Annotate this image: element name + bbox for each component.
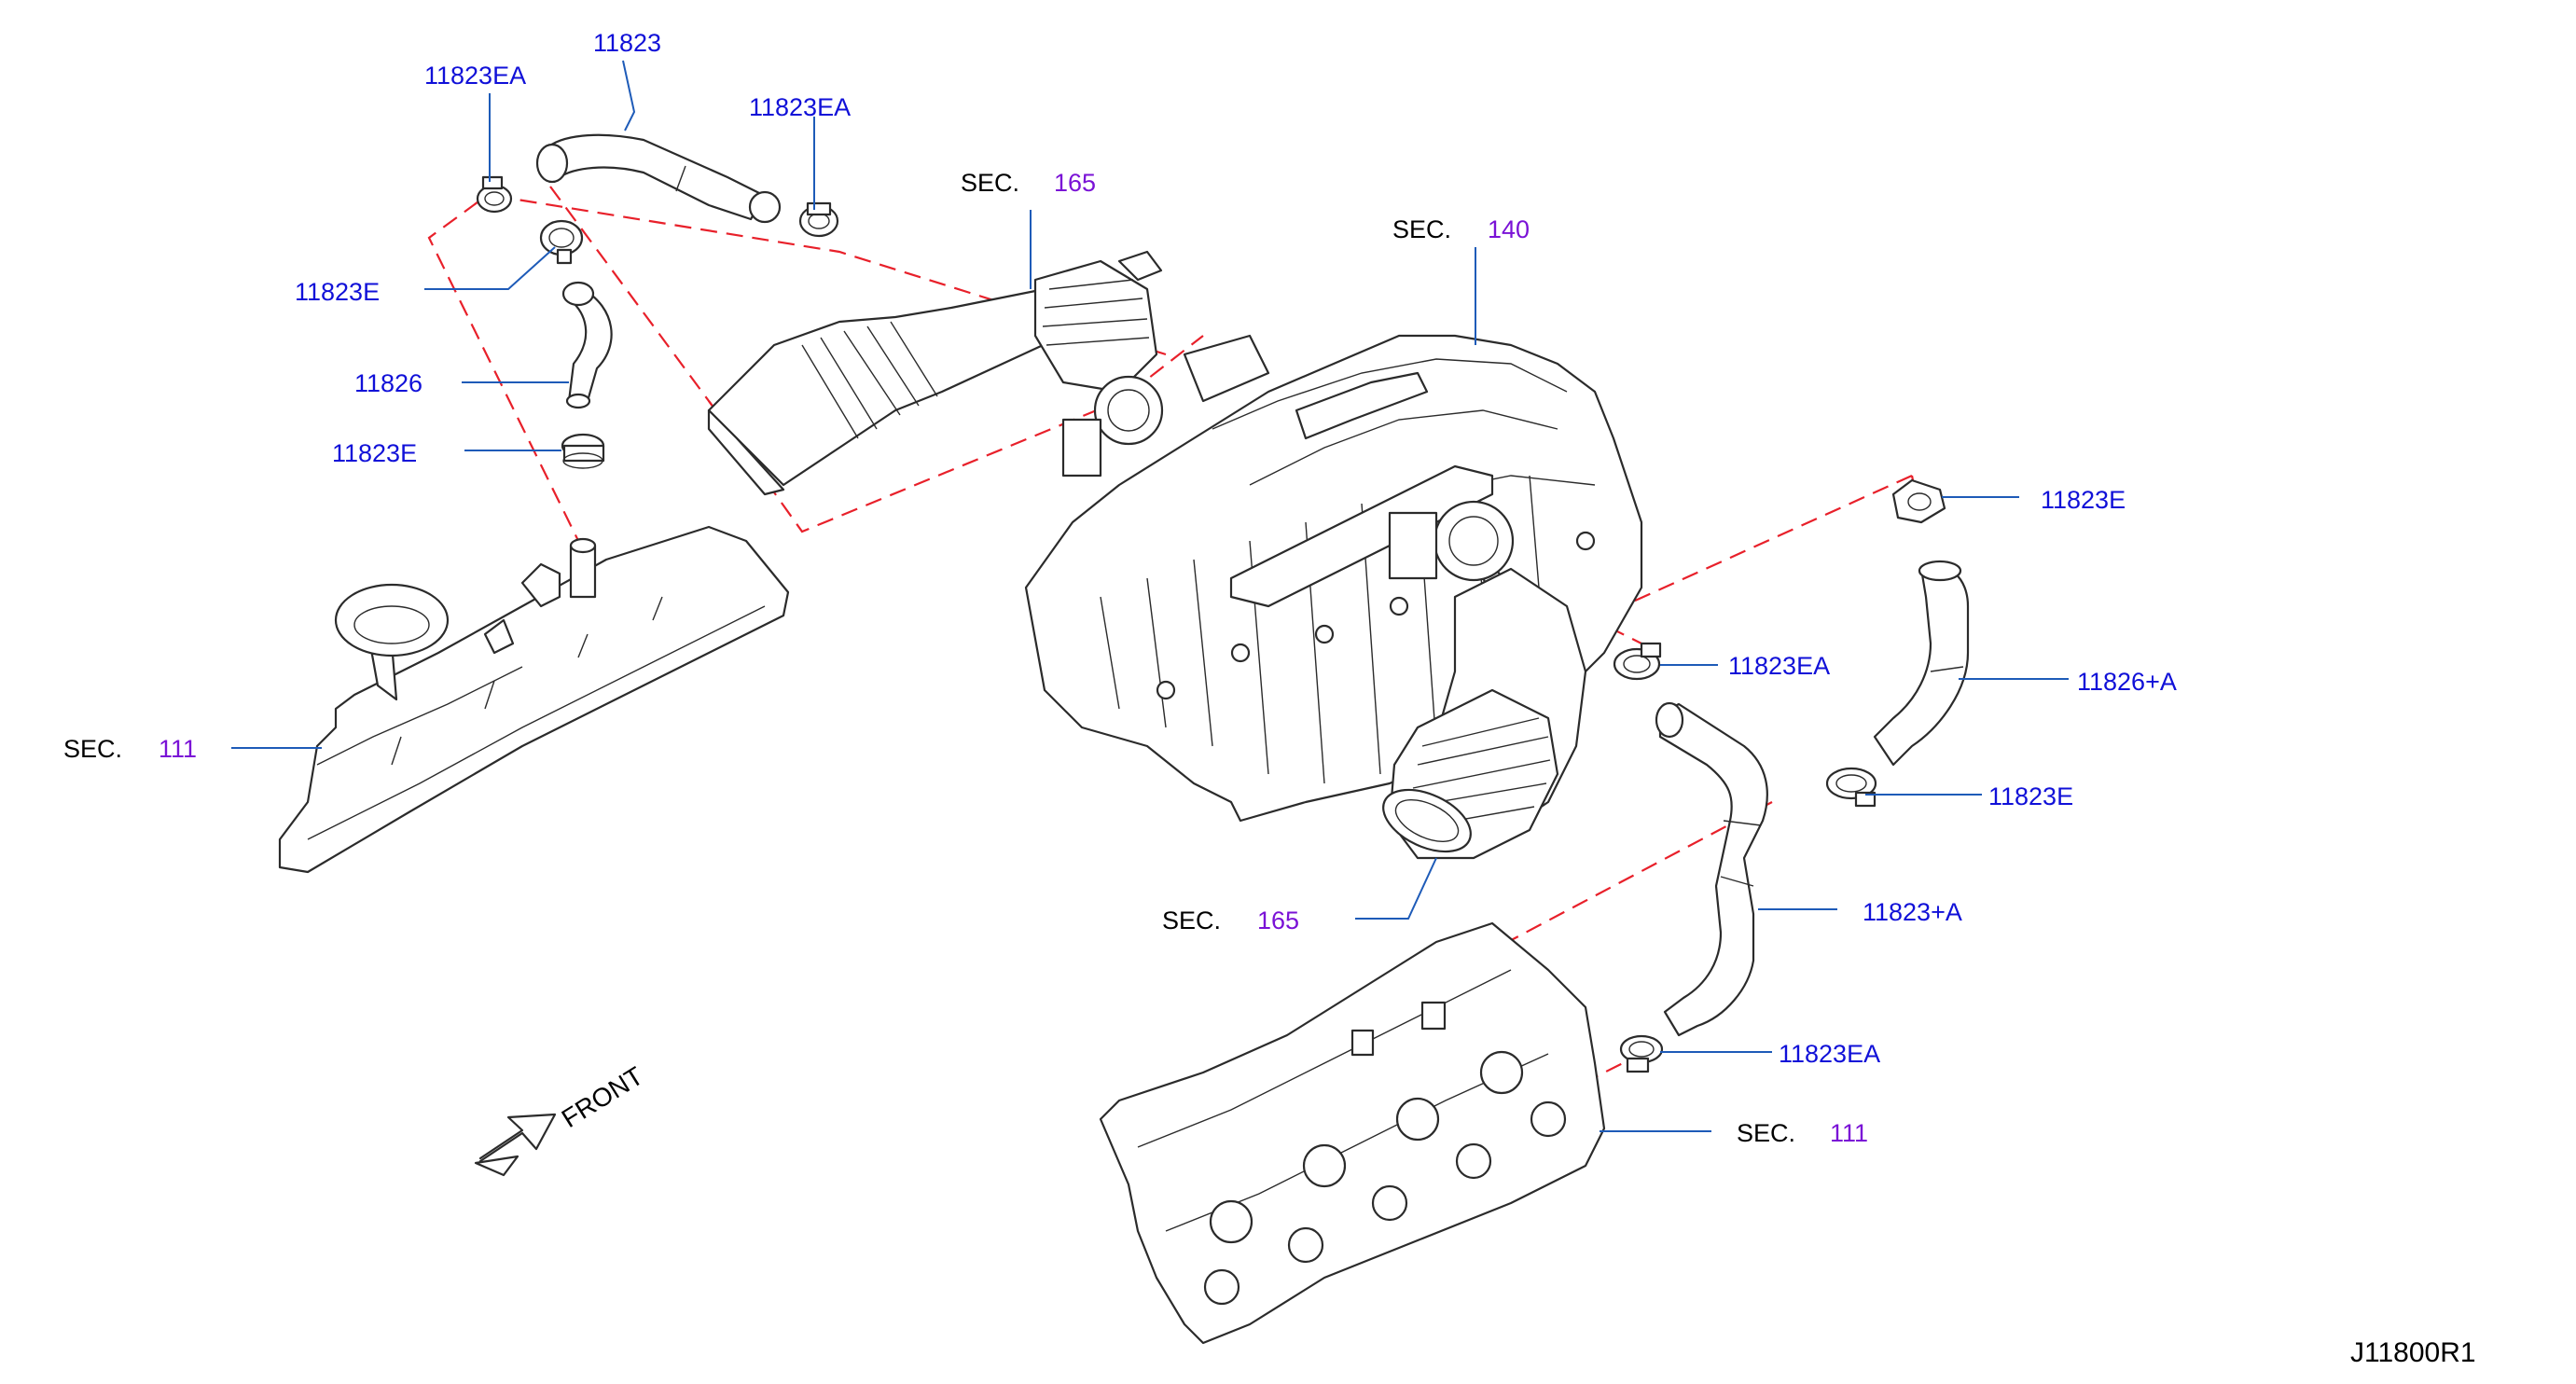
rocker-cover-left xyxy=(278,525,790,874)
sec-number-165-bottom: 165 xyxy=(1257,907,1299,934)
label-hose-11823: 11823 xyxy=(593,29,661,57)
clamp-e-right-top xyxy=(1891,478,1946,524)
hose-11826-plus-a xyxy=(1873,560,1970,767)
intake-duct-lower xyxy=(1382,567,1587,860)
sec-prefix-165-top: SEC. xyxy=(961,169,1019,197)
sec-prefix-165-bottom: SEC. xyxy=(1162,907,1221,934)
clamp-e-upper xyxy=(539,219,584,265)
sec-prefix-111-right: SEC. xyxy=(1737,1119,1795,1147)
label-clamp-ea-mid-right: 11823EA xyxy=(1728,652,1830,680)
hose-11823-plus-a xyxy=(1655,701,1768,1037)
leader-lines xyxy=(231,60,2069,1132)
sec-number-111-right: 111 xyxy=(1830,1119,1868,1147)
label-clamp-e-right-top: 11823E xyxy=(2041,486,2126,514)
label-clamp-ea-upper-left: 11823EA xyxy=(424,62,526,90)
clamp-ea-lower-right xyxy=(1619,1034,1664,1073)
sec-number-165-top: 165 xyxy=(1054,169,1096,197)
label-hose-11823-plus-a: 11823+A xyxy=(1863,898,1962,926)
sec-prefix-111-left: SEC. xyxy=(63,735,122,763)
label-clamp-ea-lower-right: 11823EA xyxy=(1779,1040,1880,1068)
label-hose-11826-plus-a: 11826+A xyxy=(2077,668,2177,696)
clamp-e-lower xyxy=(561,433,605,469)
label-clamp-e-upper: 11823E xyxy=(295,278,380,306)
clamp-ea-upper-left xyxy=(476,175,513,214)
sec-prefix-140: SEC. xyxy=(1392,215,1451,243)
sec-number-111-left: 111 xyxy=(159,735,197,763)
label-hose-11826: 11826 xyxy=(354,369,422,397)
sec-number-140: 140 xyxy=(1488,215,1530,243)
clamp-e-right-mid xyxy=(1825,767,1877,808)
clamp-ea-mid-right xyxy=(1613,642,1662,681)
front-arrow xyxy=(474,1113,557,1177)
label-clamp-ea-upper-right: 11823EA xyxy=(749,93,851,121)
hose-11823 xyxy=(535,133,782,224)
diagram-code: J11800R1 xyxy=(2350,1337,2476,1368)
clamp-ea-upper-right xyxy=(798,201,839,238)
front-label: FRONT xyxy=(557,1061,648,1133)
label-clamp-e-right-mid: 11823E xyxy=(1988,782,2073,810)
intake-duct-upper xyxy=(707,250,1163,496)
rocker-cover-right xyxy=(1099,921,1606,1345)
hose-11826 xyxy=(561,281,613,409)
label-clamp-e-lower: 11823E xyxy=(332,439,417,467)
